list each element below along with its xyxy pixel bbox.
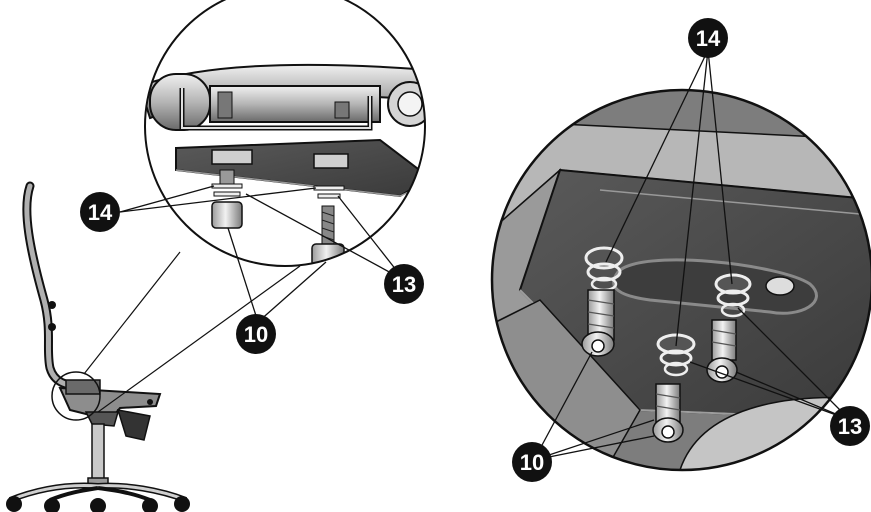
backrest-bar bbox=[22, 181, 85, 391]
bolt-1 bbox=[581, 289, 615, 357]
right-detail-view bbox=[490, 88, 871, 472]
gas-lift bbox=[91, 423, 105, 483]
bolt-3 bbox=[652, 383, 684, 443]
callout-label: 14 bbox=[696, 26, 721, 51]
caster bbox=[174, 496, 190, 512]
chair-overview bbox=[6, 181, 190, 512]
callout-10-left: 10 bbox=[236, 314, 276, 354]
right-leader-lines bbox=[533, 49, 851, 461]
callout-14-right: 14 bbox=[688, 18, 728, 58]
callout-10-right: 10 bbox=[512, 442, 552, 482]
left-leader-lines bbox=[119, 185, 405, 323]
washer-stack-1 bbox=[584, 246, 624, 292]
callout-label: 10 bbox=[520, 450, 544, 475]
caster bbox=[142, 498, 158, 512]
callout-14-left: 14 bbox=[80, 192, 120, 232]
bolt-2 bbox=[706, 319, 738, 383]
caster bbox=[44, 498, 60, 512]
callout-13-left: 13 bbox=[384, 264, 424, 304]
caster bbox=[90, 498, 106, 512]
callout-13-right: 13 bbox=[830, 406, 870, 446]
caster bbox=[6, 496, 22, 512]
washer-stack-2 bbox=[714, 273, 752, 318]
callout-label: 13 bbox=[838, 414, 862, 439]
left-detail-view bbox=[144, 0, 426, 267]
tilt-lever bbox=[116, 409, 151, 441]
bolt-10-left bbox=[211, 201, 243, 229]
detail-zone-marker bbox=[51, 371, 101, 421]
callout-label: 13 bbox=[392, 272, 416, 297]
callout-label: 14 bbox=[88, 200, 113, 225]
callout-label: 10 bbox=[244, 322, 268, 347]
